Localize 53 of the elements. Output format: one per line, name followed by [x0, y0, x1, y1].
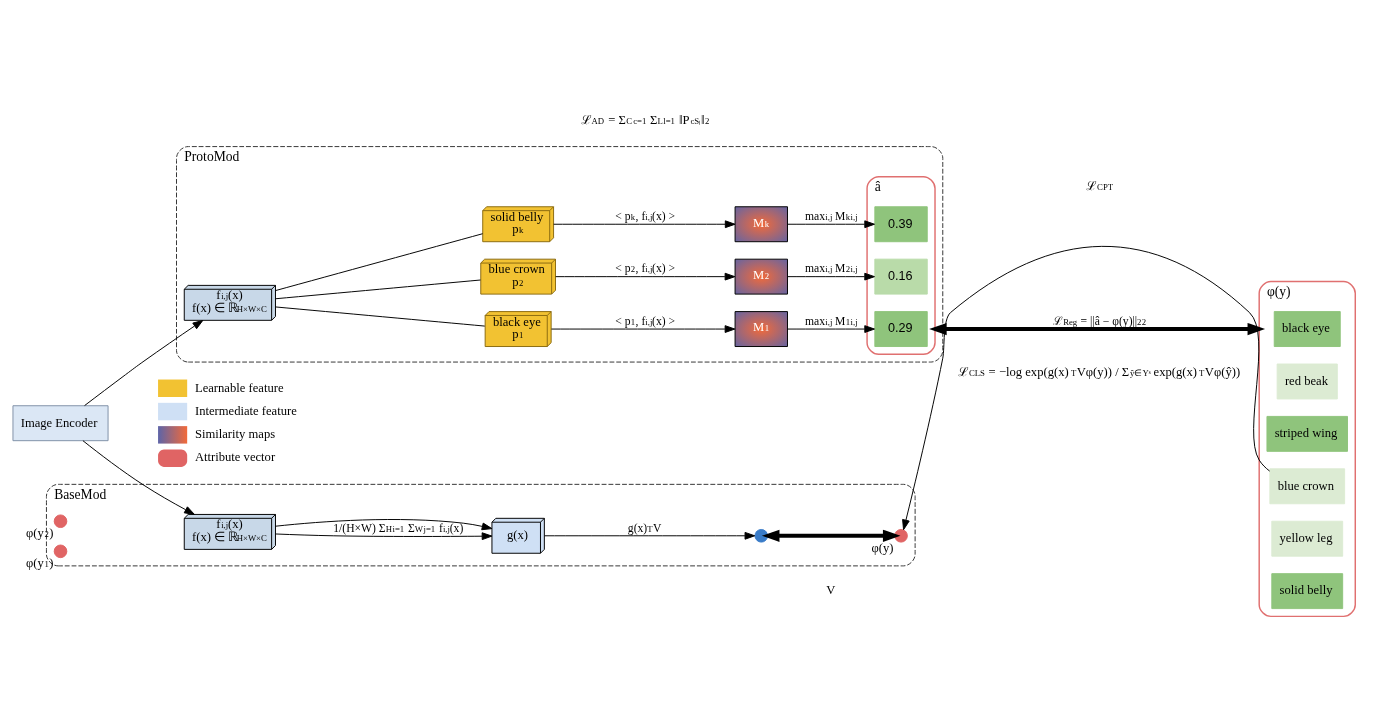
- node-box: red beak: [1276, 363, 1338, 399]
- edge-label: 1/(H×W) ΣHi=1 ΣWj=1 fi,j(x): [333, 521, 464, 535]
- edge-label: < pk, fi,j(x) >: [615, 209, 676, 223]
- arrow: [553, 219, 736, 228]
- arrow: [787, 219, 875, 228]
- connector: [275, 232, 484, 291]
- arrow: [902, 245, 1271, 530]
- node-box: Image Encoder: [12, 404, 109, 441]
- node-circle: [894, 528, 908, 543]
- arrow: [787, 324, 875, 333]
- node-box: 0.39: [874, 205, 928, 242]
- edge-label: maxi,j Mki,j: [804, 209, 858, 223]
- edge-label: maxi,j M1i,j: [804, 314, 858, 328]
- arrow: [761, 529, 901, 542]
- node-box: 0.29: [874, 310, 928, 347]
- node-circle: [754, 528, 769, 543]
- node-box: black eye: [1273, 310, 1341, 347]
- connector: [275, 305, 486, 327]
- arrow: [544, 531, 756, 540]
- node-box: 0.16: [874, 258, 928, 295]
- arrow: [275, 531, 493, 540]
- arrow: [550, 324, 736, 333]
- edge-label: maxi,j M2i,j: [804, 261, 858, 275]
- arrow: [84, 319, 204, 406]
- node-box: blue crown: [1269, 467, 1346, 504]
- node-box: M2: [734, 258, 788, 295]
- legend-label: Attribute vector: [194, 449, 276, 464]
- node-label: φ(y1): [26, 555, 54, 570]
- edge-label: < p1, fi,j(x) >: [615, 314, 676, 328]
- node-box: Mk: [734, 205, 788, 242]
- arrow: [275, 518, 493, 530]
- arrow: [555, 272, 736, 281]
- arrow: [929, 322, 1266, 335]
- label: ℒCLS = −log exp(g(x)TVφ(y)) / Σŷ∈Yˢ exp(g(x)TVφ(ŷ)): [958, 364, 1241, 379]
- node-box: yellow leg: [1271, 520, 1344, 557]
- legend-label: Similarity maps: [194, 426, 276, 441]
- label: V: [826, 582, 836, 597]
- node-box: solid belly: [1271, 572, 1344, 609]
- node-box: striped wing: [1266, 415, 1348, 452]
- legend-label: Learnable feature: [194, 380, 284, 395]
- legend-label: Intermediate feature: [194, 403, 297, 418]
- arrow: [787, 272, 875, 281]
- label: ℒAD = ΣCc=1 ΣLl=1 ‖PcSₗ‖2: [580, 112, 710, 127]
- node-box: M1: [734, 310, 788, 347]
- edge-label: < p2, fi,j(x) >: [615, 261, 676, 275]
- node-label: φ(y): [871, 540, 894, 555]
- connector: [275, 279, 481, 299]
- node-circle: [53, 544, 68, 558]
- arrow: [82, 439, 195, 515]
- node-circle: [53, 513, 68, 528]
- label: ℒCPT: [1086, 178, 1114, 193]
- edge-label: g(x)TV: [627, 521, 662, 535]
- node-label: φ(y2): [26, 525, 54, 540]
